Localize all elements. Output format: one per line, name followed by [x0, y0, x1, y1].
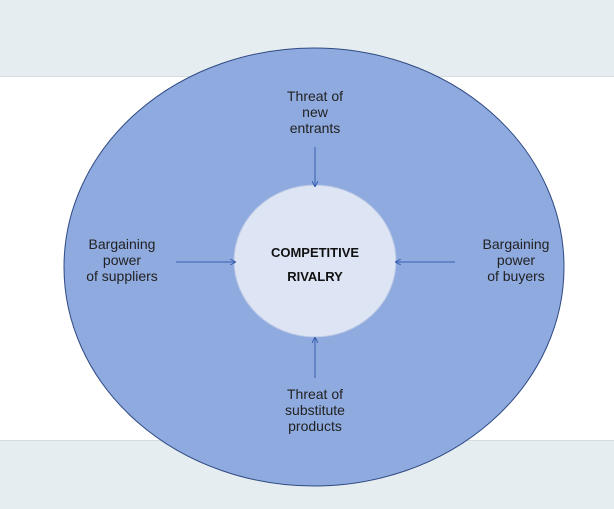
left-line-3: of suppliers	[86, 268, 158, 284]
competitive-rivalry-label: COMPETITIVE RIVALRY	[255, 245, 375, 284]
right-line-3: of buyers	[487, 268, 545, 284]
bottom-line-3: products	[288, 418, 342, 434]
left-line-2: power	[102, 252, 142, 268]
right-line-2: power	[496, 252, 536, 268]
top-line-1: Threat of	[286, 88, 344, 104]
center-line-2: RIVALRY	[287, 269, 343, 284]
bottom-line-1: Threat of	[286, 386, 344, 402]
center-line-1: COMPETITIVE	[270, 245, 360, 260]
left-line-1: Bargaining	[88, 236, 156, 252]
suppliers-label: Bargaining power of suppliers	[62, 236, 182, 284]
buyers-label: Bargaining power of buyers	[456, 236, 576, 284]
top-line-3: entrants	[289, 120, 341, 136]
substitute-products-label: Threat of substitute products	[255, 386, 375, 434]
new-entrants-label: Threat of new entrants	[255, 88, 375, 136]
right-line-1: Bargaining	[482, 236, 550, 252]
top-line-2: new	[302, 104, 328, 120]
bottom-line-2: substitute	[285, 402, 345, 418]
